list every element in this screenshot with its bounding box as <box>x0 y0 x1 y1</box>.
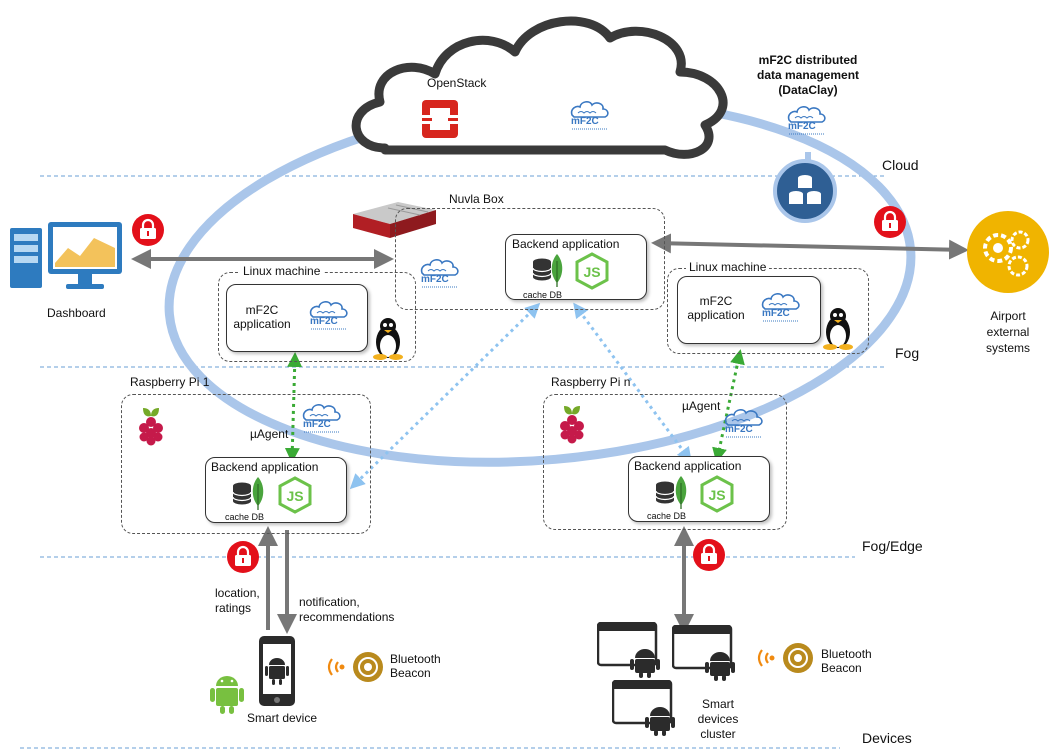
dataclay-line3: (DataClay) <box>778 83 838 97</box>
android-icon <box>210 674 244 719</box>
rpin-title: Raspberry Pi n <box>551 375 631 389</box>
cluster-line3: cluster <box>700 727 736 741</box>
smart-device-label: Smart device <box>247 711 318 725</box>
download-label-line1: notification, <box>299 595 360 609</box>
leaf-icon <box>550 253 564 292</box>
rpin-agent-label: µAgent <box>682 399 721 413</box>
mf2c-logo-nuvla: mF2C <box>418 255 462 296</box>
rpin-container <box>543 394 787 530</box>
nuvla-box-icon <box>348 196 438 245</box>
monitor-icon <box>8 218 128 303</box>
raspberry-pi-icon <box>134 404 168 451</box>
upload-label-line1: location, <box>215 586 260 600</box>
beacon-right-line2: Beacon <box>821 661 862 675</box>
rpi1-agent-label: µAgent <box>250 427 289 441</box>
rpin-backend-box <box>628 456 770 522</box>
layer-label-cloud: Cloud <box>882 157 919 173</box>
dashboard-label: Dashboard <box>47 306 106 320</box>
leaf-icon <box>674 475 688 514</box>
mf2c-logo-rpi1: mF2C <box>300 400 344 441</box>
linux-right-app-box <box>677 276 821 344</box>
dataclay-line2: data management <box>756 68 860 82</box>
layer-label-fog: Fog <box>895 345 920 361</box>
airport-link <box>651 233 969 260</box>
mf2c-logo-text: mF2C <box>788 121 816 132</box>
lock-icon <box>873 205 907 244</box>
linux-right-title: Linux machine <box>686 260 770 274</box>
nodejs-icon: JS <box>278 476 312 519</box>
cluster-device-icon <box>611 679 680 741</box>
nuvla-box-container <box>395 208 665 310</box>
nuvla-cache-label: cache DB <box>523 290 563 300</box>
lock-icon <box>131 213 165 252</box>
upload-label-line2: ratings <box>215 601 252 615</box>
mf2c-logo-rpin: mF2C <box>722 405 766 446</box>
lock-icon <box>226 540 260 579</box>
openstack-label: OpenStack <box>427 76 487 90</box>
rpi1-backend-title: Backend application <box>211 460 319 474</box>
openstack-icon <box>420 98 460 145</box>
airport-line2: external <box>986 325 1030 339</box>
rpin-backend-title: Backend application <box>634 459 742 473</box>
database-node-icon <box>772 158 838 229</box>
leaf-icon <box>251 476 265 515</box>
cluster-line2: devices <box>697 712 739 726</box>
bluetooth-beacon-icon <box>322 651 386 688</box>
database-icon <box>532 258 552 287</box>
rpin-linux-link <box>712 349 745 463</box>
layer-label-fog-edge: Fog/Edge <box>862 538 923 554</box>
rpi1-container <box>121 394 371 534</box>
rpi1-title: Raspberry Pi 1 <box>130 375 210 389</box>
database-icon <box>232 482 252 511</box>
svg-text:JS: JS <box>286 488 303 504</box>
mf2c-logo-text: mF2C <box>571 116 599 127</box>
raspberry-pi-icon <box>555 402 589 449</box>
cluster-device-icon <box>671 624 740 686</box>
nuvla-backend-title: Backend application <box>512 237 620 251</box>
layer-label-devices: Devices <box>862 730 912 746</box>
nuvla-box-title: Nuvla Box <box>449 192 504 206</box>
svg-text:JS: JS <box>583 264 600 280</box>
phone-icon <box>258 635 296 712</box>
lock-icon <box>692 538 726 577</box>
mf2c-logo-dataclay: mF2C <box>785 102 829 143</box>
svg-text:JS: JS <box>708 487 725 503</box>
mf2c-logo-text: mF2C <box>310 316 338 327</box>
mf2c-logo-cloud: mF2C <box>568 97 612 138</box>
tux-icon <box>370 316 406 365</box>
rpin-cache-label: cache DB <box>647 511 687 521</box>
mf2c-logo-text: mF2C <box>762 308 790 319</box>
cluster-line1: Smart <box>701 697 734 711</box>
rpi1-cache-label: cache DB <box>225 512 265 522</box>
gears-icon <box>966 210 1050 299</box>
rpi1-backend-box <box>205 457 347 523</box>
nodejs-icon: JS <box>575 252 609 295</box>
cloud-icon <box>351 16 728 159</box>
cluster-device-icon <box>596 621 665 683</box>
linux-left-app-line2: application <box>233 317 291 331</box>
linux-left-app-line1: mF2C <box>245 303 279 317</box>
beacon-left-line2: Beacon <box>390 666 431 680</box>
mf2c-logo-text: mF2C <box>421 274 449 285</box>
mf2c-logo-text: mF2C <box>303 419 331 430</box>
beacon-right-line1: Bluetooth <box>821 647 872 661</box>
mf2c-logo-text: mF2C <box>725 424 753 435</box>
download-label-line2: recommendations <box>299 610 395 624</box>
nodejs-icon: JS <box>700 475 734 518</box>
nuvla-rpi1-link <box>349 302 541 490</box>
linux-left-title: Linux machine <box>240 264 324 278</box>
dataclay-line1: mF2C distributed <box>758 53 858 67</box>
airport-line3: systems <box>985 341 1030 355</box>
beacon-left-line1: Bluetooth <box>390 652 441 666</box>
airport-line1: Airport <box>990 309 1026 323</box>
tux-icon <box>820 306 856 355</box>
linux-right-app-line1: mF2C <box>699 294 733 308</box>
mf2c-logo-linux-right: mF2C <box>759 289 803 330</box>
database-icon <box>655 481 675 510</box>
bluetooth-beacon-icon <box>752 642 816 679</box>
linux-left-app-box <box>226 284 368 352</box>
linux-right-app-line2: application <box>687 308 745 322</box>
mf2c-logo-linux-left: mF2C <box>307 297 351 338</box>
